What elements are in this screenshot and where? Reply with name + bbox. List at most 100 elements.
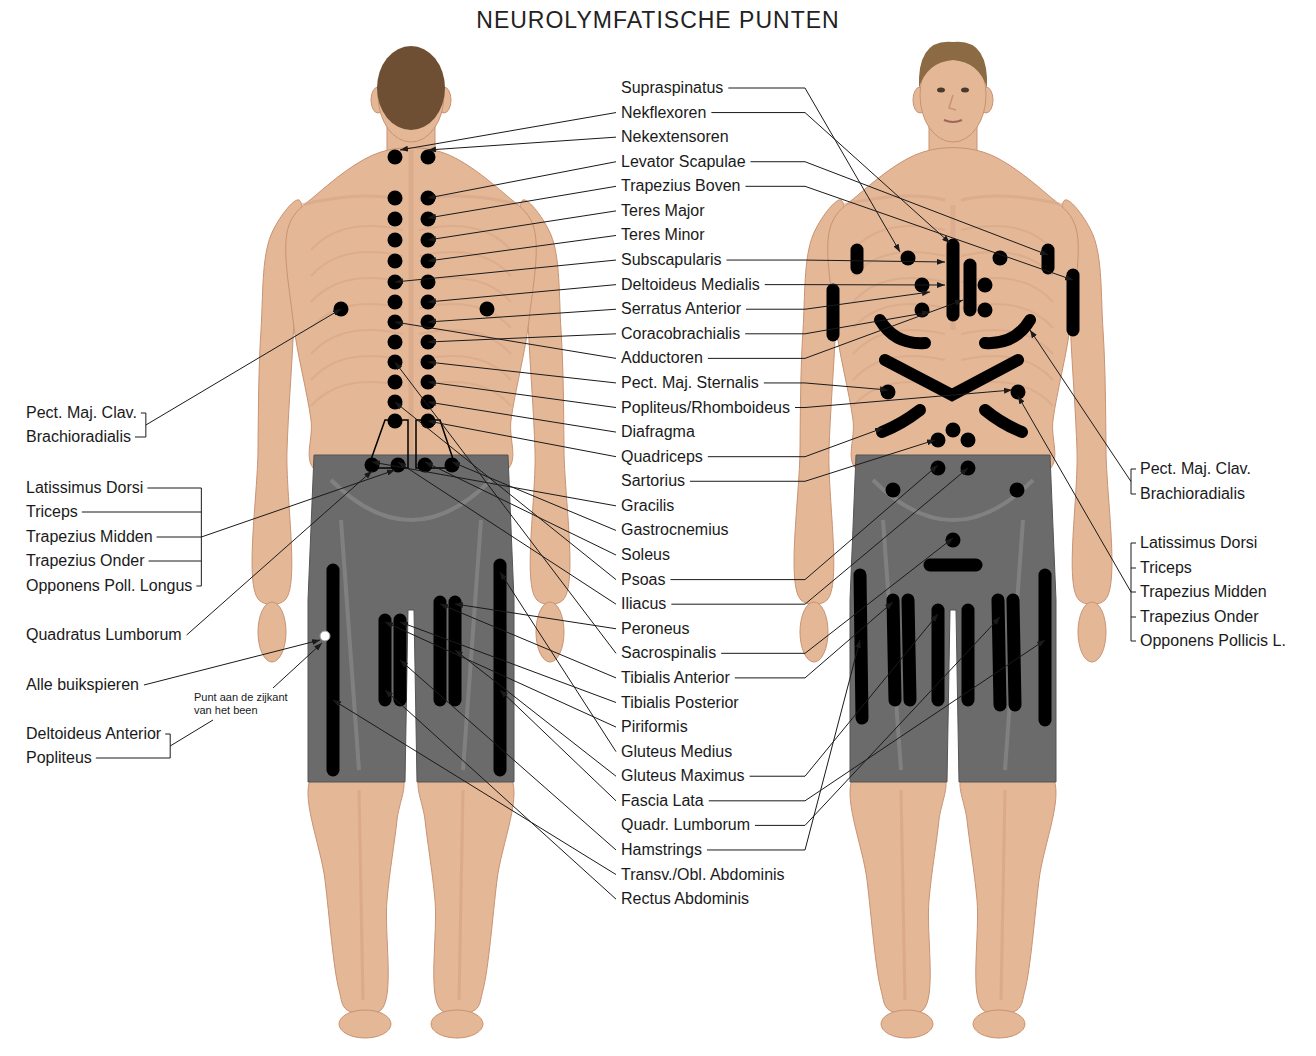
muscle-label: Peroneus xyxy=(620,619,691,639)
reflex-zone xyxy=(985,410,1022,432)
leader-line xyxy=(400,660,616,850)
reflex-zone xyxy=(327,570,340,770)
reflex-zone xyxy=(1042,250,1055,268)
hand xyxy=(1078,602,1106,662)
leader-line xyxy=(428,362,616,383)
leader-line xyxy=(1018,396,1131,592)
reflex-point xyxy=(1011,385,1026,400)
thigh-bone xyxy=(341,520,359,770)
muscle-label: Pect. Maj. Clav. xyxy=(1139,459,1252,479)
muscle-label: Tibialis Anterior xyxy=(620,668,731,688)
leader-line xyxy=(708,428,883,457)
hand xyxy=(536,602,564,662)
muscle-label: Triceps xyxy=(25,502,79,522)
leader-line xyxy=(1131,617,1136,618)
muscle-label: Fascia Lata xyxy=(620,791,705,811)
mouth xyxy=(944,120,962,122)
leader-line xyxy=(746,292,930,309)
muscle-label: Teres Minor xyxy=(620,225,706,245)
reflex-point xyxy=(946,423,961,438)
muscle-label: Gracilis xyxy=(620,496,675,516)
leader-line xyxy=(428,334,616,342)
muscle-label: Supraspinatus xyxy=(620,78,724,98)
leader-line xyxy=(141,413,146,414)
leader-line xyxy=(500,690,616,801)
hair xyxy=(377,46,445,130)
reflex-zone xyxy=(880,320,925,343)
reflex-point xyxy=(388,150,403,165)
reflex-zone xyxy=(434,602,447,700)
leader-line xyxy=(1131,469,1136,470)
muscle-label: Nekextensoren xyxy=(620,127,730,147)
muscle-label: Psoas xyxy=(620,570,666,590)
muscle-label: Quadriceps xyxy=(620,447,704,467)
eye xyxy=(961,88,969,93)
leg xyxy=(308,765,404,1015)
reflex-zone xyxy=(893,600,895,700)
leader-line xyxy=(711,113,950,243)
leader-line xyxy=(727,260,946,262)
shin-bone xyxy=(1001,790,1005,1000)
thigh-bone xyxy=(463,520,481,770)
eye xyxy=(937,88,945,93)
reflex-zone xyxy=(998,600,1000,705)
leader-line xyxy=(500,572,616,752)
leader-line xyxy=(196,586,201,587)
leader-line xyxy=(428,382,616,408)
reflex-zone xyxy=(1039,575,1052,720)
reflex-point xyxy=(388,191,403,206)
leader-line xyxy=(1131,641,1136,642)
reflex-point xyxy=(946,533,961,548)
reflex-zone xyxy=(985,320,1030,343)
leader-line xyxy=(157,537,202,538)
muscle-label: Quadr. Lumborum xyxy=(620,815,751,835)
leader-line xyxy=(165,734,170,735)
leader-line xyxy=(745,186,1073,280)
reflex-point xyxy=(881,385,896,400)
muscle-label: Trapezius Onder xyxy=(1139,607,1260,627)
reflex-point xyxy=(480,302,495,317)
front-figure xyxy=(794,42,1112,1038)
muscle-label: Diafragma xyxy=(620,422,696,442)
muscle-label: Teres Major xyxy=(620,201,706,221)
reflex-point xyxy=(1010,483,1025,498)
reflex-point xyxy=(931,461,946,476)
leader-line xyxy=(1131,494,1136,495)
leader-line xyxy=(96,758,170,759)
reflex-zone xyxy=(962,610,975,700)
muscle-label: Opponens Pollicis L. xyxy=(1139,631,1287,651)
reflex-point xyxy=(931,433,946,448)
points xyxy=(320,150,1073,771)
leader-line xyxy=(400,622,616,703)
muscle-label: Triceps xyxy=(1139,558,1193,578)
zone-outline xyxy=(368,420,408,468)
leader-line xyxy=(170,720,213,746)
leader-line xyxy=(764,383,888,390)
reflex-zone xyxy=(932,610,945,700)
leader-line xyxy=(452,462,616,530)
nose xyxy=(949,95,956,110)
leader-line xyxy=(273,643,322,688)
leader-line xyxy=(395,402,616,580)
leader-line xyxy=(146,309,341,425)
leg xyxy=(850,765,946,1015)
muscle-label: Hamstrings xyxy=(620,840,703,860)
leader-line xyxy=(455,604,616,629)
muscle-label: Gluteus Medius xyxy=(620,742,733,762)
leader-line xyxy=(751,162,1048,255)
reflex-point xyxy=(421,150,436,165)
reflex-point xyxy=(421,275,436,290)
clavicle xyxy=(843,196,1063,205)
leader-line xyxy=(1030,330,1131,482)
reflex-point xyxy=(901,251,916,266)
muscle-label: Opponens Poll. Longus xyxy=(25,576,193,596)
shin-bone xyxy=(459,790,463,1000)
shorts xyxy=(850,455,1056,782)
muscle-label: Serratus Anterior xyxy=(620,299,742,319)
reflex-point xyxy=(388,335,403,350)
muscle-label: Nekflexoren xyxy=(620,103,707,123)
leader-line xyxy=(400,113,616,150)
reflex-point xyxy=(421,212,436,227)
leader-line xyxy=(721,538,953,653)
muscle-label: Tibialis Posterior xyxy=(620,693,740,713)
